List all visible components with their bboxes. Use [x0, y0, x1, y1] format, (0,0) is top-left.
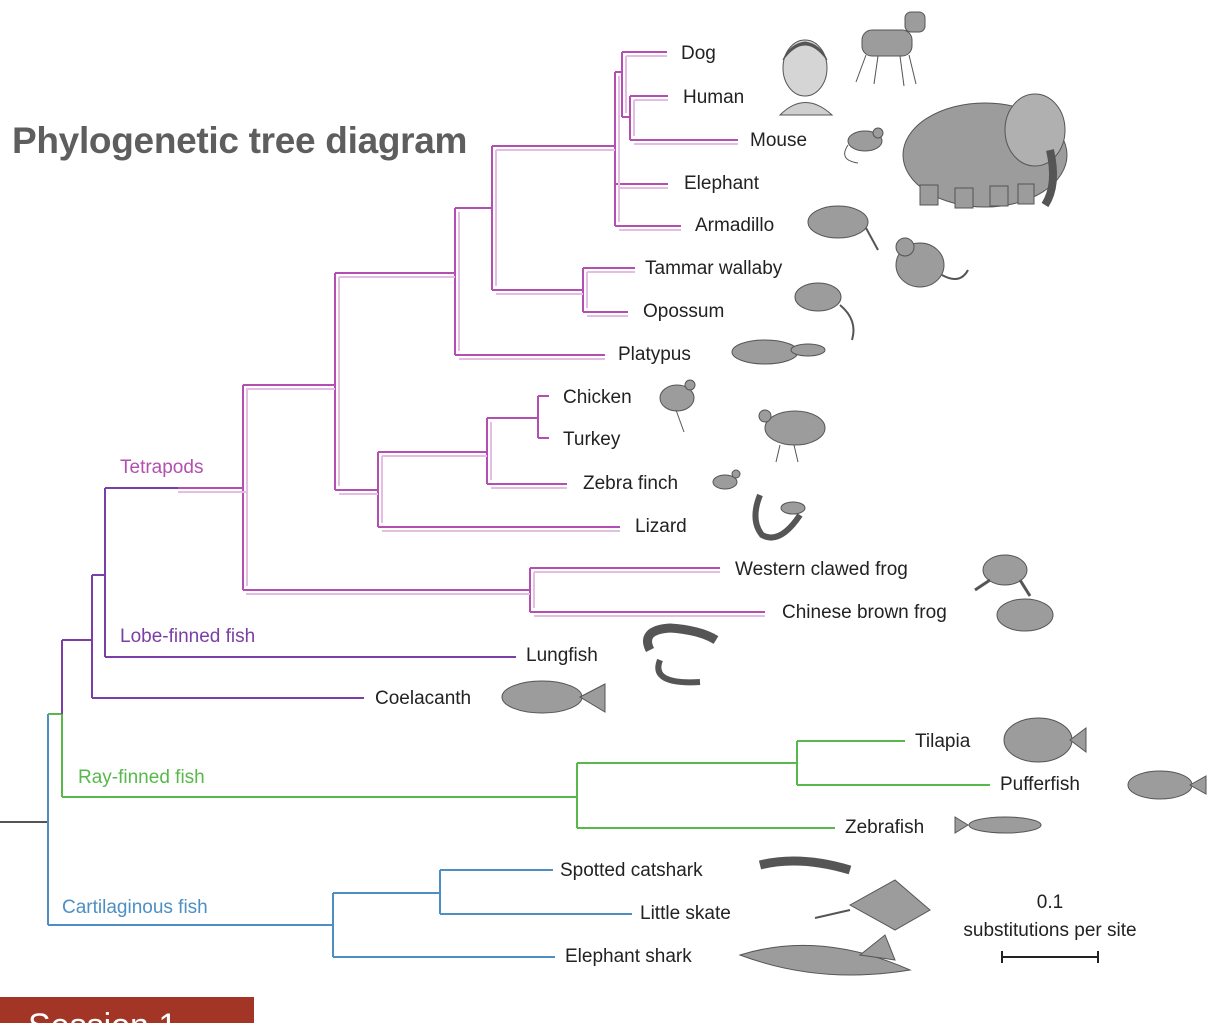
- zebra-finch-illustration: [713, 470, 740, 489]
- taxon-turkey: Turkey: [563, 429, 621, 450]
- opossum-illustration: [795, 283, 854, 340]
- platypus-illustration: [732, 340, 825, 364]
- taxon-chicken: Chicken: [563, 387, 632, 408]
- lungfish-illustration: [648, 628, 717, 682]
- taxon-little-skate: Little skate: [640, 903, 731, 924]
- taxon-elephant-shark: Elephant shark: [565, 946, 692, 967]
- taxon-coelacanth: Coelacanth: [375, 688, 471, 709]
- taxon-armadillo: Armadillo: [695, 215, 774, 236]
- lizard-illustration: [755, 495, 805, 538]
- taxon-chinese-brown-frog: Chinese brown frog: [782, 602, 947, 623]
- wallaby-illustration: [896, 238, 968, 287]
- chinese-frog-illustration: [997, 599, 1053, 631]
- cartilaginous-branches: [48, 714, 632, 957]
- taxon-pufferfish: Pufferfish: [1000, 774, 1080, 795]
- taxon-opossum: Opossum: [643, 301, 724, 322]
- taxon-tammar-wallaby: Tammar wallaby: [645, 258, 783, 279]
- clade-label-tetrapods: Tetrapods: [120, 457, 203, 478]
- lobe-finned-branches: [62, 488, 516, 714]
- taxon-mouse: Mouse: [750, 130, 807, 151]
- session-label: Session 1: [28, 1007, 177, 1023]
- tilapia-illustration: [1004, 718, 1086, 762]
- coelacanth-illustration: [502, 681, 605, 713]
- catshark-illustration: [760, 861, 850, 870]
- taxon-lungfish: Lungfish: [526, 645, 598, 666]
- clade-label-ray-finned: Ray-finned fish: [78, 767, 205, 788]
- elephant-illustration: [903, 94, 1067, 208]
- taxon-dog: Dog: [681, 43, 716, 64]
- turkey-illustration: [759, 410, 825, 462]
- session-badge: Session 1: [0, 997, 254, 1023]
- taxon-spotted-catshark: Spotted catshark: [560, 860, 703, 881]
- taxon-human: Human: [683, 87, 744, 108]
- taxon-zebrafish: Zebrafish: [845, 817, 924, 838]
- armadillo-illustration: [808, 206, 878, 250]
- little-skate-illustration: [815, 880, 930, 930]
- mouse-illustration: [845, 128, 883, 163]
- human-portrait-illustration: [780, 40, 832, 115]
- pufferfish-illustration: [1128, 771, 1206, 799]
- taxon-tilapia: Tilapia: [915, 731, 971, 752]
- clade-label-cartilaginous: Cartilaginous fish: [62, 897, 208, 918]
- western-frog-illustration: [975, 555, 1030, 596]
- taxon-western-clawed-frog: Western clawed frog: [735, 559, 908, 580]
- zebrafish-illustration: [955, 817, 1041, 833]
- taxon-elephant: Elephant: [684, 173, 760, 194]
- taxon-lizard: Lizard: [635, 516, 687, 537]
- dog-illustration: [856, 12, 925, 86]
- chicken-illustration: [660, 380, 695, 432]
- scale-bar: 0.1 substitutions per site: [963, 892, 1136, 963]
- elephant-shark-illustration: [740, 935, 910, 975]
- scale-value: 0.1: [1037, 892, 1063, 913]
- taxon-platypus: Platypus: [618, 344, 691, 365]
- clade-label-lobe-finned: Lobe-finned fish: [120, 626, 255, 647]
- scale-unit: substitutions per site: [963, 920, 1136, 941]
- taxon-zebra-finch: Zebra finch: [583, 473, 678, 494]
